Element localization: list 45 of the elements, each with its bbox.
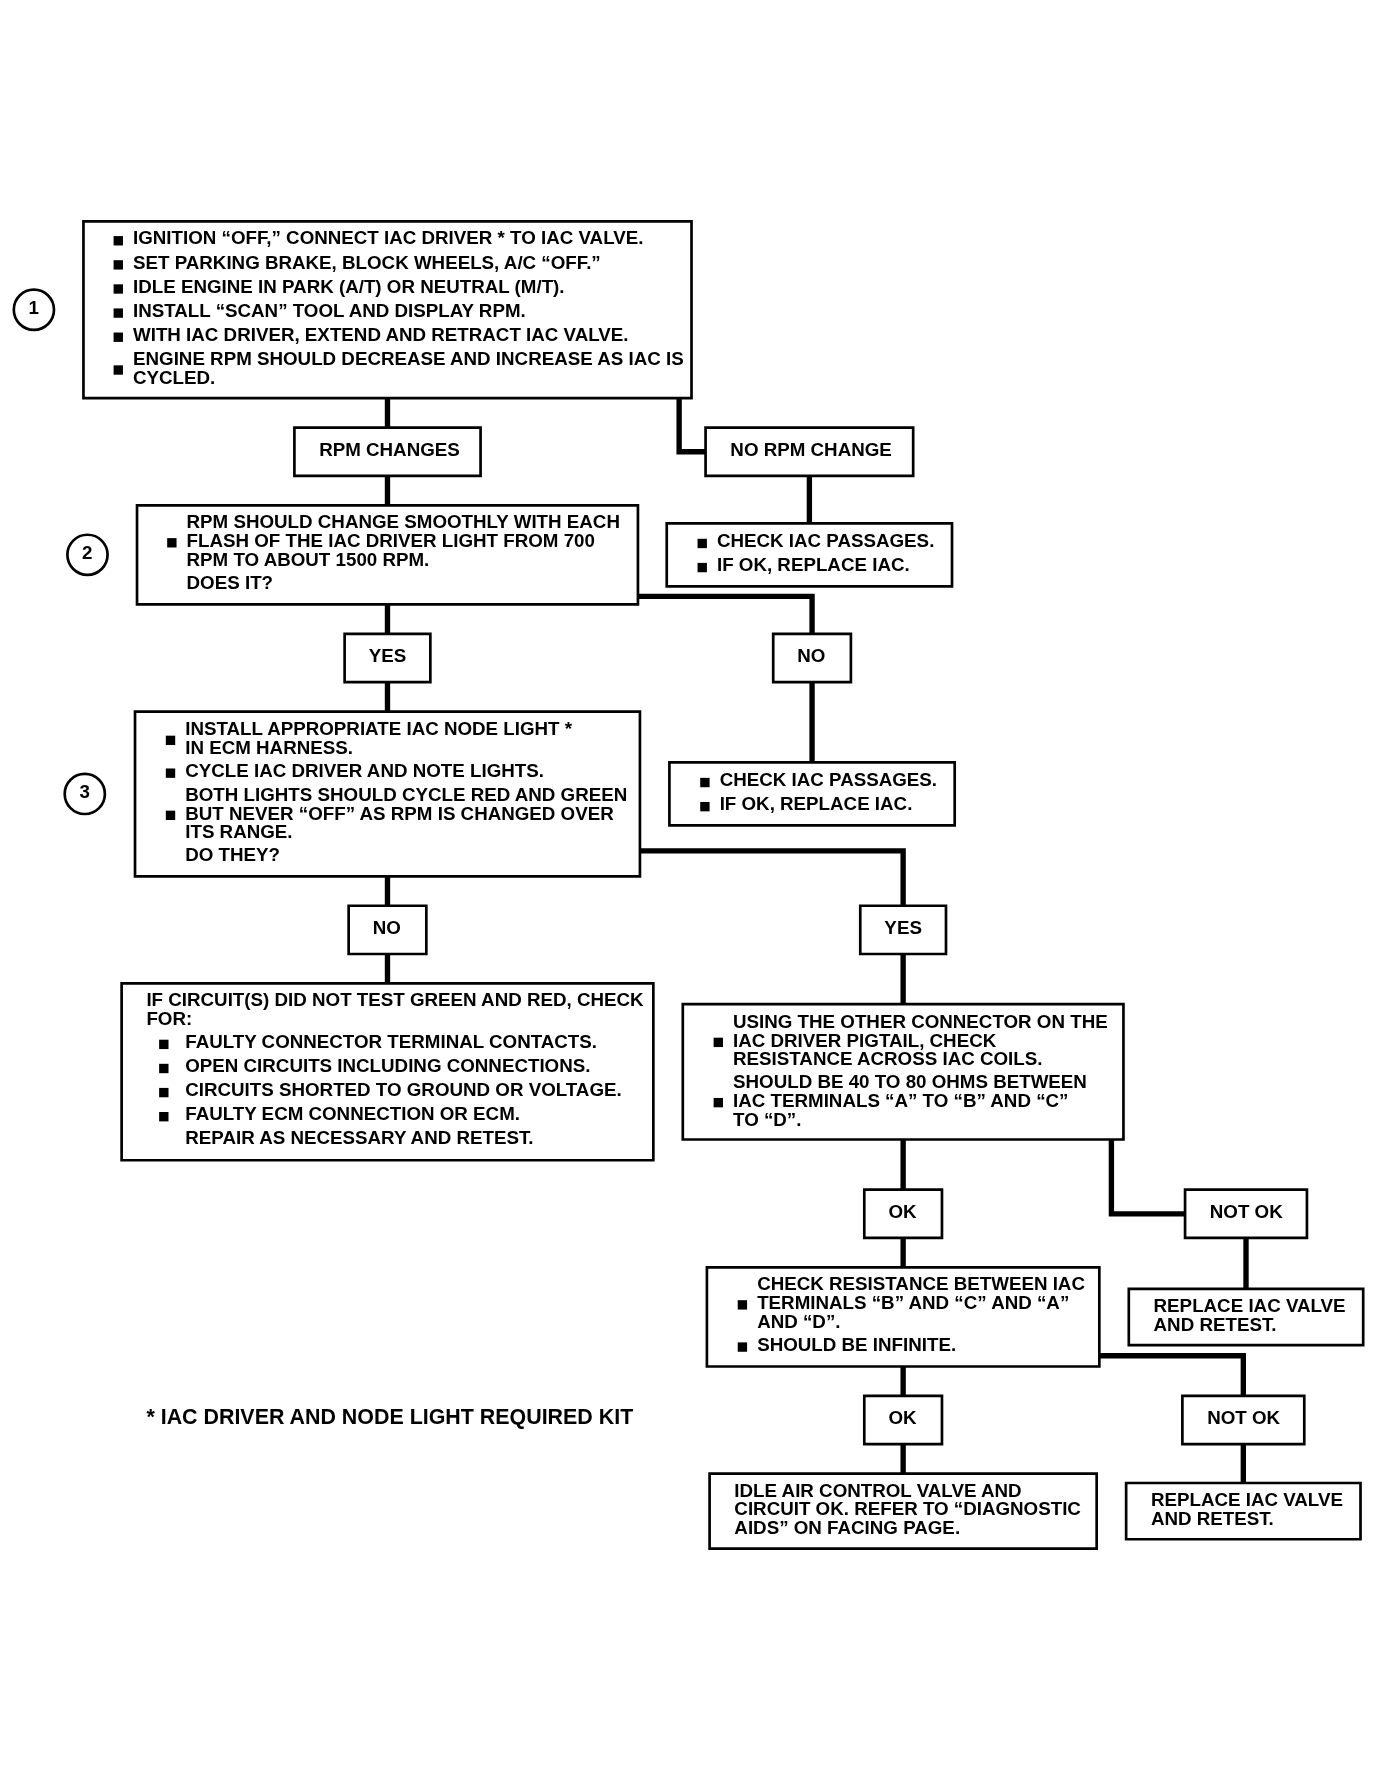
connector (638, 593, 815, 634)
connector (809, 681, 815, 762)
node-circle: 3 (63, 772, 107, 815)
label: * IAC DRIVER AND NODE LIGHT REQUIRED KIT (146, 1404, 634, 1429)
connector (900, 1366, 906, 1396)
node-box: IDLE AIR CONTROL VALVE AND CIRCUIT OK. REFER TO “DIAGNOSTIC AIDS” ON FACING PAGE. (708, 1471, 1098, 1550)
node-box: CHECK IAC PASSAGES. IF OK, REPLACE IAC. (668, 760, 957, 827)
connector (900, 954, 906, 1004)
connector (900, 1443, 906, 1474)
node-box: OK (862, 1187, 944, 1239)
node-box: IGNITION “OFF,” CONNECT IAC DRIVER * TO IAC VALVE. SET PARKING BRAKE, BLOCK WHEELS, A/C “OFF.” IDLE ENGINE IN PARK (A/T) OR NEUTRAL (M/T). INSTALL “SCAN” TOOL AND DISPLAY RPM. WITH IAC DRIVER, EXTEND AND RETRACT IAC VALVE. ENGINE RPM SHOULD DECREASE AND INCREASE AS IAC IS CYCLED. (82, 219, 693, 399)
connector (384, 604, 391, 634)
node-box: RPM CHANGES (293, 425, 482, 477)
node-box: NOT OK (1183, 1187, 1309, 1239)
node-circle: 2 (66, 532, 109, 576)
node-box: REPLACE IAC VALVE AND RETEST. (1124, 1481, 1362, 1541)
connector (900, 1237, 906, 1267)
node-box: YES (858, 903, 948, 955)
node-box: OK (862, 1394, 944, 1445)
node-box: NOT OK (1181, 1394, 1306, 1445)
node-box: CHECK RESISTANCE BETWEEN IAC TERMINALS “B” AND “C” AND “A” AND “D”. SHOULD BE INFINITE. (705, 1265, 1101, 1368)
node-box: NO (771, 632, 853, 683)
connector (900, 1139, 906, 1189)
connector (384, 876, 391, 905)
node-box: YES (343, 632, 432, 683)
connector (384, 681, 391, 711)
node-box: CHECK IAC PASSAGES. IF OK, REPLACE IAC. (665, 521, 954, 588)
node-box: RPM SHOULD CHANGE SMOOTHLY WITH EACH FLASH OF THE IAC DRIVER LIGHT FROM 700 RPM TO ABOUT 1500 RPM. DOES IT? (135, 503, 640, 606)
connector (384, 954, 391, 983)
node-box: REPLACE IAC VALVE AND RETEST. (1127, 1286, 1365, 1346)
connector (1099, 1352, 1246, 1396)
node-box: INSTALL APPROPRIATE IAC NODE LIGHT * IN ECM HARNESS. CYCLE IAC DRIVER AND NOTE LIGHTS. BOTH LIGHTS SHOULD CYCLE RED AND GREEN BUT NEVER “OFF” AS RPM IS CHANGED OVER ITS RANGE. DO THEY? (133, 709, 642, 878)
node-box: IF CIRCUIT(S) DID NOT TEST GREEN AND RED, CHECK FOR: FAULTY CONNECTOR TERMINAL CONTACTS. OPEN CIRCUITS INCLUDING CONNECTIONS. CIRCUITS SHORTED TO GROUND OR VOLTAGE. FAULTY ECM CONNECTION OR ECM. REPAIR AS NECESSARY AND RETEST. (120, 981, 655, 1162)
connector (384, 397, 391, 427)
node-box: NO (347, 903, 428, 955)
connector (1243, 1237, 1249, 1289)
connector (1240, 1443, 1246, 1483)
connector (676, 397, 706, 454)
connector (1108, 1139, 1185, 1216)
node-circle: 1 (12, 287, 56, 331)
node-box: USING THE OTHER CONNECTOR ON THE IAC DRIVER PIGTAIL, CHECK RESISTANCE ACROSS IAC COILS. SHOULD BE 40 TO 80 OHMS BETWEEN IAC TERMINALS “A” TO “B” AND “C” TO “D”. (681, 1002, 1125, 1141)
node-box: NO RPM CHANGE (704, 425, 915, 477)
connector (806, 475, 813, 523)
connector (384, 475, 391, 505)
connector (640, 847, 906, 906)
